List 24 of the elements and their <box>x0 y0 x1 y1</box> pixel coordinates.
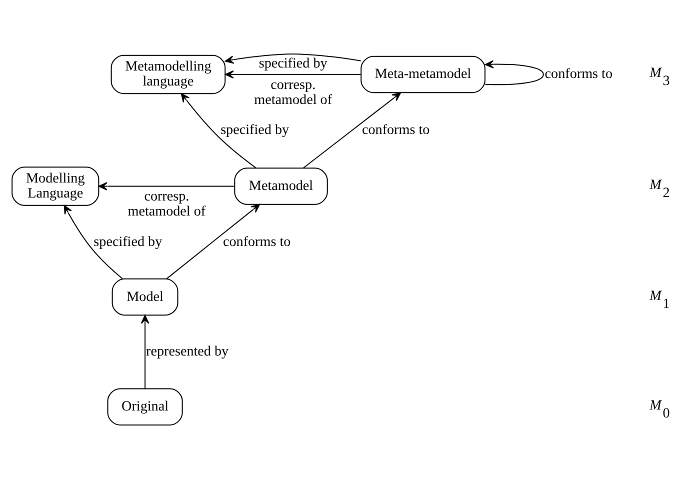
arrow <box>224 53 361 64</box>
edge-label: corresp. metamodel of <box>128 188 206 220</box>
edge-label: specified by <box>258 55 328 72</box>
edge-label: specified by <box>94 233 162 250</box>
arrow <box>484 60 544 85</box>
node-box: Model <box>112 278 178 316</box>
arrow <box>64 204 123 279</box>
node-box: Meta-metamodel <box>360 55 486 93</box>
edge-label: specified by <box>220 122 290 138</box>
arrow <box>98 182 235 190</box>
edge-label: conforms to <box>362 122 430 138</box>
edge-label: conforms to <box>222 233 291 250</box>
arrow <box>166 203 260 279</box>
edge-label: conforms to <box>544 66 613 82</box>
edge-label: corresp. metamodel of <box>254 76 332 108</box>
node-box: Metamodel <box>234 167 328 204</box>
edge-label: represented by <box>146 343 229 360</box>
node-box: Metamodelling language <box>110 54 226 94</box>
node-box: Modelling Language <box>12 166 100 206</box>
arrow <box>180 92 256 168</box>
arrow <box>140 314 150 388</box>
arrow <box>302 92 402 168</box>
arrow <box>224 70 361 78</box>
node-box: Original <box>107 388 183 425</box>
